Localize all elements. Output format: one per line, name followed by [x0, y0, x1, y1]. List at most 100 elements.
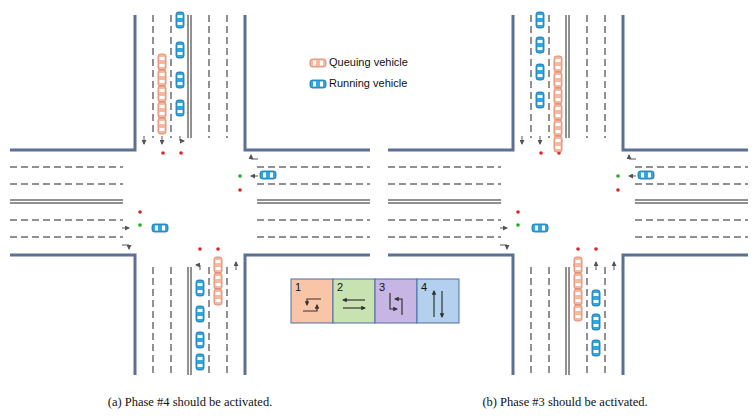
- lane-line: [257, 167, 370, 168]
- running-vehicle: [592, 290, 600, 306]
- road-line: [566, 267, 567, 375]
- signal-light: [594, 247, 598, 251]
- lane-line: [388, 167, 501, 168]
- running-vehicle: [196, 280, 204, 296]
- lane-line: [388, 237, 501, 238]
- turn-arrow: [596, 262, 597, 270]
- turn-arrow: [500, 245, 507, 249]
- lane-line: [10, 184, 123, 185]
- signal-light: [539, 151, 543, 155]
- queuing-vehicle: [158, 118, 166, 134]
- lane-line: [635, 167, 748, 168]
- lane-line: [257, 237, 370, 238]
- signal-light: [516, 210, 520, 214]
- subfigure-caption: (a) Phase #4 should be activated.: [106, 395, 275, 409]
- queuing-vehicle: [554, 136, 562, 152]
- running-vehicle: [310, 80, 326, 88]
- caption-holder: (a) Phase #4 should be activated.: [106, 392, 275, 410]
- queuing-vehicle: [214, 257, 222, 273]
- queuing-vehicle: [158, 86, 166, 102]
- running-vehicle: [176, 100, 184, 116]
- phase-box: 3: [375, 279, 417, 323]
- running-vehicle: [176, 42, 184, 58]
- turn-arrow: [614, 262, 615, 270]
- lane-line: [209, 267, 210, 375]
- running-vehicle: [536, 37, 544, 53]
- queuing-vehicle: [158, 54, 166, 70]
- phase-box: 1: [291, 279, 333, 323]
- signal-light: [198, 247, 202, 251]
- phase-box: 2: [333, 279, 375, 323]
- road-line: [635, 200, 748, 201]
- lane-line: [635, 184, 748, 185]
- legend-text: Queuing vehicle: [329, 56, 408, 69]
- lane-line: [171, 267, 172, 375]
- lane-line: [171, 15, 172, 138]
- road-line: [388, 203, 501, 204]
- lane-line: [10, 237, 123, 238]
- lane-line: [388, 184, 501, 185]
- road-line: [10, 203, 123, 204]
- running-vehicle: [592, 340, 600, 356]
- lane-line: [605, 267, 606, 375]
- running-vehicle: [176, 72, 184, 88]
- lane-line: [227, 15, 228, 138]
- signal-light: [238, 174, 242, 178]
- road-line: [191, 15, 192, 138]
- queuing-vehicle: [554, 88, 562, 104]
- lane-line: [587, 267, 588, 375]
- road-edge: [10, 15, 135, 150]
- queuing-vehicle: [554, 72, 562, 88]
- road-line: [188, 267, 189, 375]
- subfigure-caption: (b) Phase #3 should be activated.: [480, 395, 649, 409]
- turn-arrow: [180, 136, 184, 141]
- turn-arrow: [251, 176, 258, 177]
- queuing-vehicle: [158, 70, 166, 86]
- running-vehicle: [152, 224, 168, 232]
- running-vehicle: [536, 12, 544, 28]
- lane-line: [587, 15, 588, 138]
- running-vehicle: [536, 64, 544, 80]
- running-vehicle: [260, 171, 276, 179]
- queuing-vehicle: [554, 120, 562, 136]
- lane-line: [605, 15, 606, 138]
- lane-line: [549, 267, 550, 375]
- turn-arrow: [251, 155, 258, 159]
- turn-arrow: [144, 136, 145, 144]
- queuing-vehicle: [574, 289, 582, 305]
- lane-line: [531, 267, 532, 375]
- road-edge: [623, 255, 748, 375]
- running-vehicle: [196, 332, 204, 348]
- signal-light: [138, 210, 142, 214]
- turn-arrow: [236, 262, 237, 270]
- phase-panel: [417, 279, 459, 323]
- lane-line: [635, 220, 748, 221]
- phase-panel: [291, 279, 333, 323]
- queuing-vehicle: [310, 59, 326, 67]
- queuing-vehicle: [554, 56, 562, 72]
- running-vehicle: [196, 354, 204, 370]
- road-line: [257, 203, 370, 204]
- lane-line: [227, 267, 228, 375]
- road-line: [10, 200, 123, 201]
- running-vehicle: [532, 224, 548, 232]
- signal-light: [138, 223, 142, 227]
- turn-arrow: [629, 176, 636, 177]
- phase-panel: [333, 279, 375, 323]
- lane-line: [153, 15, 154, 138]
- queuing-vehicle: [214, 273, 222, 289]
- legend-text: Running vehicle: [329, 77, 407, 90]
- running-vehicle: [536, 92, 544, 108]
- road-line: [388, 200, 501, 201]
- caption-holder: (b) Phase #3 should be activated.: [480, 392, 649, 410]
- road-line: [566, 15, 567, 138]
- road-line: [635, 203, 748, 204]
- legend-entry: Running vehicle: [329, 77, 407, 90]
- signal-light: [616, 188, 620, 192]
- turn-arrow: [522, 136, 523, 144]
- lane-line: [209, 15, 210, 138]
- intersection: [388, 12, 748, 375]
- road-line: [257, 200, 370, 201]
- turn-arrow: [162, 136, 163, 144]
